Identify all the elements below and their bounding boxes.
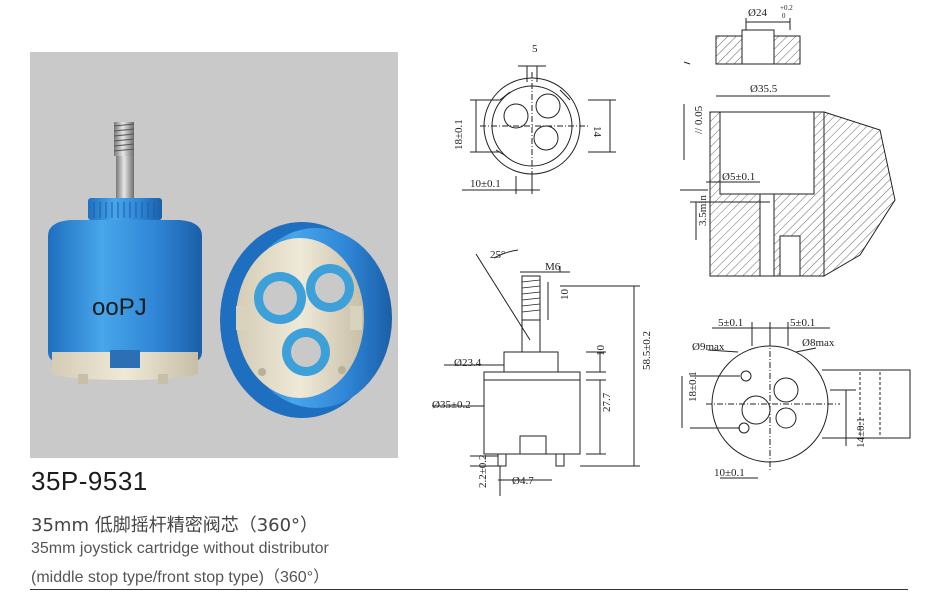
section-tol-lower: 0	[782, 12, 786, 20]
side-view-total-h-dim: 58.5±0.2	[641, 331, 653, 370]
bottom-divider	[30, 589, 908, 590]
base-right-off-dim: 5±0.1	[790, 317, 815, 329]
side-view-pin-dim: Ø4.7	[512, 475, 534, 487]
model-code: 35P-9531	[31, 466, 148, 496]
section-flat-dim: // 0.05	[693, 105, 705, 134]
product-photo	[30, 52, 398, 458]
cartridge-right	[220, 222, 392, 418]
section-view	[680, 18, 896, 277]
side-view-angle-dim: 25°	[490, 249, 505, 261]
section-tol-upper: +0.2	[780, 4, 793, 12]
base-hole-small-dim: Ø8max	[802, 337, 835, 349]
top-view-bottom-dim: 10±0.1	[470, 178, 501, 190]
top-view-height-dim: 18±0.1	[453, 119, 465, 150]
section-body-dia-dim: Ø35.5	[750, 83, 778, 95]
product-title-cn: 35mm 低脚摇杆精密阀芯（360°）	[31, 515, 319, 536]
base-hole-large-dim: Ø9max	[692, 341, 725, 353]
product-subtitle-en: (middle stop type/front stop type)（360°）	[31, 569, 330, 586]
side-view-stem-dim: 10	[559, 289, 571, 301]
side-view-collar-dim: 10	[595, 345, 607, 357]
section-hole-dia-dim: Ø5±0.1	[722, 171, 755, 183]
base-bottom-dim: 10±0.1	[714, 467, 745, 479]
side-view-ring-dim: Ø23.4	[454, 357, 482, 369]
side-view-foot-dim: 2.2±0.2	[477, 454, 489, 488]
side-view-body-h-dim: 27.7	[601, 392, 613, 412]
product-title-en: 35mm joystick cartridge without distribu…	[31, 540, 329, 557]
base-height-dim: 18±0.1	[687, 371, 699, 402]
brand-label: ooPJ	[92, 294, 147, 321]
base-right-dim: 14±0.1	[855, 417, 867, 448]
section-min-depth-dim: 3.5min	[697, 195, 709, 226]
top-view-right-dim: 14	[591, 126, 603, 138]
side-view-thread-dim: M6	[545, 261, 561, 273]
cartridge-photo-illustration	[48, 122, 392, 418]
side-view	[432, 249, 640, 496]
top-view	[462, 65, 616, 194]
base-view	[681, 322, 911, 479]
base-left-off-dim: 5±0.1	[718, 317, 743, 329]
cartridge-left	[48, 122, 202, 384]
section-top-dia-dim: Ø24	[748, 7, 767, 19]
side-view-body-dim: Ø35±0.2	[432, 399, 471, 411]
top-view-top-dim: 5	[532, 43, 538, 55]
